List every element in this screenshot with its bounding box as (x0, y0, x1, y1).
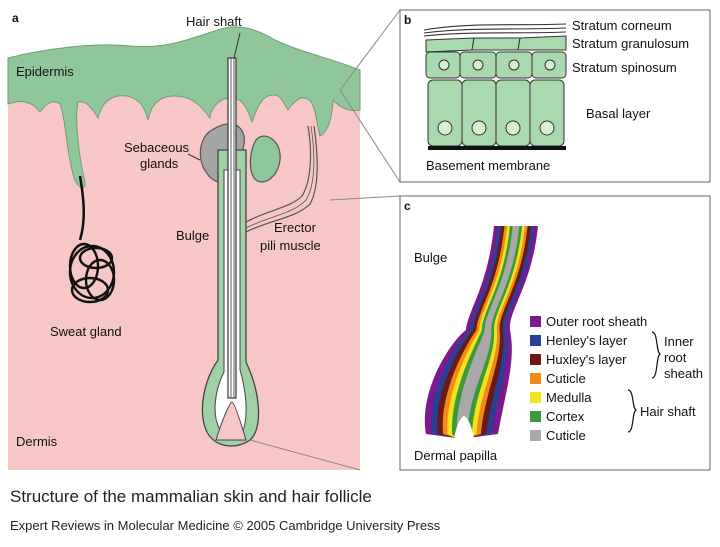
dermal-papilla-a (215, 401, 247, 441)
hair-shaft (227, 57, 237, 399)
stratum-spinosum-cells (425, 51, 567, 79)
legend-swatch (530, 354, 541, 365)
inner-root-sheath-label-1: Inner (664, 334, 694, 349)
hair-shaft-pointer (233, 32, 241, 59)
dermal-papilla-label: Dermal papilla (414, 448, 498, 463)
legend-label: Medulla (546, 390, 592, 405)
erector-pili-muscle (245, 125, 312, 223)
sweat-gland-label: Sweat gland (50, 324, 122, 339)
sebaceous-label-1: Sebaceous (124, 140, 190, 155)
basal-layer-label: Basal layer (586, 106, 651, 121)
zoom-line-c-top (329, 195, 401, 201)
hair-shaft-group-label: Hair shaft (640, 404, 696, 419)
sebaceous-gland-shape-right (249, 135, 281, 183)
legend-label: Huxley's layer (546, 352, 627, 367)
panel-b: b Stratum corneum Stratum granulosum Str… (399, 9, 711, 183)
zoom-line-c (249, 439, 361, 471)
figure-credit: Expert Reviews in Molecular Medicine © 2… (10, 518, 441, 533)
inner-root-sheath-brace (651, 331, 662, 379)
stratum-spinosum-label: Stratum spinosum (572, 60, 677, 75)
legend-label: Cortex (546, 409, 585, 424)
basement-membrane-label: Basement membrane (426, 158, 550, 173)
legend-label: Cuticle (546, 371, 586, 386)
inner-root-sheath-label-3: sheath (664, 366, 703, 381)
panel-b-letter: b (404, 13, 411, 27)
dermal-papilla-c (454, 416, 474, 440)
follicle-layer-7 (456, 226, 520, 438)
legend-swatch (530, 335, 541, 346)
legend-label: Cuticle (546, 428, 586, 443)
dermis-label: Dermis (16, 434, 58, 449)
stratum-corneum-lines (423, 23, 567, 37)
bulge-label-c: Bulge (414, 250, 447, 265)
sebaceous-label-2: glands (140, 156, 179, 171)
legend-label: Henley's layer (546, 333, 628, 348)
sebaceous-pointer (187, 153, 201, 161)
follicle-layer-stack (424, 226, 538, 440)
sweat-duct (78, 175, 86, 241)
stratum-corneum-label: Stratum corneum (572, 18, 672, 33)
legend-swatch (530, 430, 541, 441)
legend-swatch (530, 373, 541, 384)
erector-pili-muscle-edge (245, 125, 318, 233)
legend-swatch (530, 411, 541, 422)
legend-swatch (530, 392, 541, 403)
bulge-label-a: Bulge (176, 228, 209, 243)
zoom-line-b-top (339, 9, 401, 91)
panel-c-letter: c (404, 199, 411, 213)
hair-shaft-label: Hair shaft (186, 14, 242, 29)
sweat-gland-coil (68, 242, 116, 304)
erector-pili-muscle-mid (245, 125, 315, 229)
zoom-line-b-bottom (339, 89, 401, 183)
panel-c: c Bulge Dermal papilla Outer root sheath… (399, 195, 711, 471)
inner-root-sheath-label-2: root (664, 350, 687, 365)
epidermis-label: Epidermis (16, 64, 74, 79)
erector-label-1: Erector (274, 220, 317, 235)
figure-caption: Structure of the mammalian skin and hair… (10, 487, 372, 506)
panel-a-letter: a (12, 11, 19, 25)
legend-swatch (530, 316, 541, 327)
dermis-region (8, 80, 360, 470)
basement-membrane-line (428, 146, 566, 150)
erector-label-2: pili muscle (260, 238, 321, 253)
stratum-granulosum-cells (425, 35, 567, 53)
hair-shaft-brace (627, 389, 638, 433)
basal-layer-cells (427, 79, 565, 147)
legend-label: Outer root sheath (546, 314, 647, 329)
stratum-granulosum-label: Stratum granulosum (572, 36, 689, 51)
panel-a: a Hair shaft Epidermis Sebaceous glands … (7, 8, 401, 471)
